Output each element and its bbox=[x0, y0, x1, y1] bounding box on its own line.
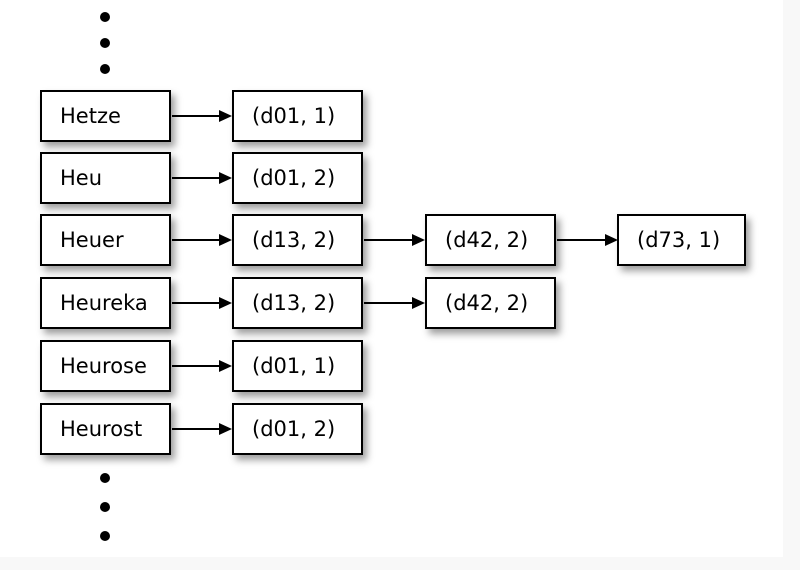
ellipsis-bottom-dot-1 bbox=[100, 473, 110, 483]
posting-heurose-1[interactable]: (d01, 1) bbox=[232, 340, 363, 392]
dictionary-term-label: Hetze bbox=[60, 103, 121, 128]
dictionary-term-label: Heu bbox=[60, 165, 103, 190]
ellipsis-top-dot-1 bbox=[100, 12, 110, 22]
posting-hetze-1[interactable]: (d01, 1) bbox=[232, 90, 363, 142]
posting-label: (d13, 2) bbox=[252, 227, 336, 252]
posting-label: (d01, 2) bbox=[252, 416, 336, 441]
posting-label: (d01, 1) bbox=[252, 353, 336, 378]
posting-label: (d01, 1) bbox=[252, 103, 336, 128]
dictionary-term-label: Heurost bbox=[60, 416, 143, 441]
dictionary-term-heu[interactable]: Heu bbox=[40, 152, 171, 204]
dictionary-term-heurose[interactable]: Heurose bbox=[40, 340, 171, 392]
dictionary-term-heureka[interactable]: Heureka bbox=[40, 277, 171, 329]
posting-heuer-3[interactable]: (d73, 1) bbox=[617, 214, 746, 266]
posting-heurost-1[interactable]: (d01, 2) bbox=[232, 403, 363, 455]
dictionary-term-hetze[interactable]: Hetze bbox=[40, 90, 171, 142]
ellipsis-bottom-dot-3 bbox=[100, 531, 110, 541]
dictionary-term-label: Heurose bbox=[60, 353, 147, 378]
posting-label: (d42, 2) bbox=[445, 290, 529, 315]
dictionary-term-label: Heureka bbox=[60, 290, 148, 315]
dictionary-term-heurost[interactable]: Heurost bbox=[40, 403, 171, 455]
posting-label: (d73, 1) bbox=[637, 227, 721, 252]
ellipsis-bottom-dot-2 bbox=[100, 502, 110, 512]
posting-label: (d13, 2) bbox=[252, 290, 336, 315]
posting-heu-1[interactable]: (d01, 2) bbox=[232, 152, 363, 204]
ellipsis-top-dot-2 bbox=[100, 38, 110, 48]
posting-label: (d42, 2) bbox=[445, 227, 529, 252]
posting-heuer-1[interactable]: (d13, 2) bbox=[232, 214, 363, 266]
posting-label: (d01, 2) bbox=[252, 165, 336, 190]
ellipsis-top-dot-3 bbox=[100, 64, 110, 74]
posting-heureka-1[interactable]: (d13, 2) bbox=[232, 277, 363, 329]
dictionary-term-heuer[interactable]: Heuer bbox=[40, 214, 171, 266]
posting-heureka-2[interactable]: (d42, 2) bbox=[425, 277, 556, 329]
posting-heuer-2[interactable]: (d42, 2) bbox=[425, 214, 556, 266]
dictionary-term-label: Heuer bbox=[60, 227, 124, 252]
